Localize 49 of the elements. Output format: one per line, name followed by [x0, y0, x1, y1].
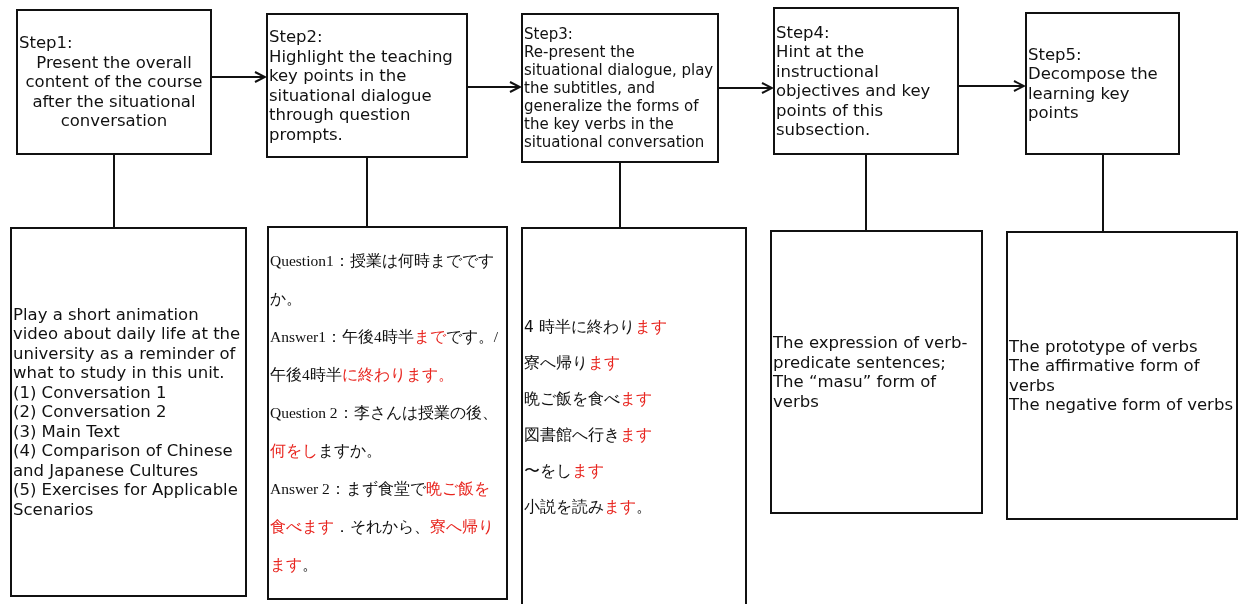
step-box [773, 7, 959, 155]
content-box [770, 230, 983, 514]
arrow [718, 82, 773, 94]
step-heading: Step2: [269, 27, 324, 47]
step-description: Highlight the teaching key points in the situational dialogue through question prompts. [269, 46, 454, 144]
step-heading: Step5: [1028, 44, 1083, 64]
connector-line [366, 157, 368, 228]
dialogue-line: Answer1：午後4時半までです。/午後4時半に終わります。 [270, 327, 500, 385]
step-box [1025, 12, 1180, 155]
step-heading: Step4: [776, 22, 831, 42]
step-box [266, 13, 468, 158]
list-item: (2) Conversation 2 [13, 402, 168, 422]
step-box [16, 9, 212, 155]
list-item: The prototype of verbs [1009, 336, 1199, 356]
arrow [467, 81, 521, 93]
example-sentence: 小説を読みます。 [524, 497, 653, 518]
step-description: Present the overall content of the course after the situational conversation [24, 52, 204, 131]
content-box [10, 227, 247, 597]
list-item: (4) Comparison of Chinese and Japanese Cultures [13, 441, 234, 481]
dialogue-line: Question 2：李さんは授業の後、何をしますか。 [270, 403, 499, 461]
content-box [1006, 231, 1238, 520]
example-sentence: 晩ご飯を食べます [524, 389, 653, 410]
arrow [958, 80, 1025, 92]
content-box [267, 226, 508, 600]
example-sentence: 4 時半に終わります [524, 317, 668, 338]
example-sentence: 寮へ帰ります [524, 353, 621, 374]
list-item: (3) Main Text [13, 421, 121, 442]
list-item: (1) Conversation 1 [13, 382, 168, 403]
example-sentence: 図書館へ行きます [524, 425, 653, 446]
paragraph: Play a short animation video about daily life at the university as a reminder of what to study in this unit. [13, 304, 242, 383]
connector-line [1102, 154, 1104, 233]
step-description: Decompose the learning key points [1028, 64, 1159, 123]
dialogue-line: Answer 2：まず食堂で晩ご飯を食べます．それから、寮へ帰ります。 [270, 479, 495, 575]
step-box [521, 13, 719, 163]
dialogue-line: Question1：授業は何時までですか。 [270, 251, 495, 309]
example-sentence: 〜をします [524, 461, 605, 482]
step-heading: Step1: [19, 33, 74, 53]
connector-line [865, 154, 867, 232]
step-description: Re-present the situational dialogue, play the subtitles, and generalize the forms of the key verbs in the situational conversation [524, 43, 715, 151]
step-description: Hint at the instructional objectives and key points of this subsection. [776, 42, 932, 140]
description-text: The expression of verb-predicate sentences; The “masu” form of verbs [773, 333, 969, 411]
arrow [211, 71, 266, 83]
step-heading: Step3: [524, 25, 574, 43]
list-item: (5) Exercises for Applicable Scenarios [13, 480, 239, 520]
list-item: The affirmative form of verbs [1009, 356, 1201, 395]
list-item: The negative form of verbs [1009, 395, 1234, 415]
connector-line [113, 154, 115, 229]
connector-line [619, 162, 621, 229]
content-box [521, 227, 747, 604]
